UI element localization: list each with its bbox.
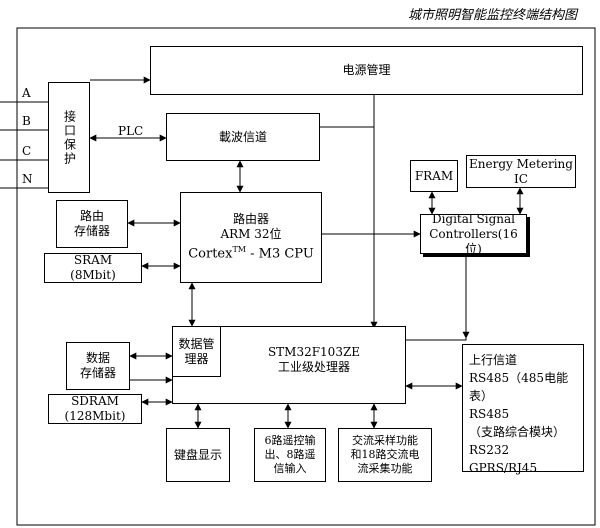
router-cpu-line1: 路由器 [232,212,269,227]
power-management-box: 电源管理 [150,46,583,95]
stm32-box: 数据管 理器 STM32F103ZE 工业级处理器 [172,326,406,404]
data-storage-box: 数据 存储器 [66,342,130,390]
phase-label-c: C [22,144,32,158]
fram-box: FRAM [410,160,458,192]
remote-io-line1: 6路遥控输 [264,434,316,447]
data-management-line2: 理器 [184,351,209,366]
interface-protection-box: 接口保护 [48,82,90,193]
data-storage-line2: 存储器 [79,366,116,380]
ac-sampling-box: 交流采样功能 和18路交流电 流采集功能 [338,428,432,482]
line-dsc-stm [406,254,467,341]
ac-sampling-line2: 和18路交流电 [350,448,420,461]
uplink-line-5: GPRS/RJ45 [469,461,538,475]
uplink-line-0: 上行信道 [469,353,518,367]
router-cpu-line3: CortexTM - M3 CPU [188,242,314,262]
interface-protection-label: 接口保护 [62,109,77,166]
sdram-line2: (128Mbit) [64,409,126,423]
stm32-labels: STM32F103ZE 工业级处理器 [225,345,403,375]
fram-label: FRAM [414,168,454,183]
router-cpu-line2: ARM 32位 [220,227,282,242]
cortex-text: Cortex [188,246,233,262]
sram-line2: (8Mbit) [70,268,116,282]
dsc-line2: Controllers(16位) [429,226,518,256]
phase-lines [0,101,48,189]
phase-label-b: B [22,114,31,128]
data-management-line1: 数据管 [178,336,215,351]
remote-io-box: 6路遥控输 出、8路遥 信输入 [254,428,326,482]
uplink-line-2: RS485 [469,407,510,421]
sdram-box: SDRAM (128Mbit) [48,394,142,424]
remote-io-line3: 信输入 [273,462,307,475]
carrier-channel-box: 載波信道 [166,113,320,161]
plc-label: PLC [118,124,144,138]
uplink-line-1: RS485（485电能表） [469,371,569,403]
stm32-line2: 工业级处理器 [277,360,350,374]
dsc-line1: Digital Signal [431,211,516,226]
m3-cpu-text: - M3 CPU [245,246,314,262]
keyboard-display-box: 键盘显示 [166,428,230,482]
ac-sampling-line3: 流采集功能 [357,462,413,475]
stm32-line1: STM32F103ZE [267,345,361,359]
ac-sampling-line1: 交流采样功能 [352,434,418,447]
uplink-line-4: RS232 [469,443,510,457]
router-storage-box: 路由 存储器 [56,200,128,248]
sram-box: SRAM (8Mbit) [44,253,142,283]
sdram-line1: SDRAM [71,394,119,408]
data-management-box: 数据管 理器 [173,327,221,377]
power-management-label: 电源管理 [342,63,391,77]
phase-label-n: N [22,172,33,186]
router-storage-line2: 存储器 [73,224,110,238]
router-cpu-box: 路由器 ARM 32位 CortexTM - M3 CPU [180,192,322,283]
tm-mark: TM [232,245,246,255]
energy-metering-box: Energy Metering IC [466,155,576,188]
keyboard-display-label: 键盘显示 [173,447,222,462]
phase-label-a: A [22,86,31,100]
router-storage-line1: 路由 [79,209,104,223]
data-storage-line1: 数据 [85,351,110,365]
sram-line1: SRAM [73,253,113,267]
uplink-box: 上行信道 RS485（485电能表） RS485 （支路综合模块） RS232 … [462,344,584,475]
remote-io-line2: 出、8路遥 [264,448,316,461]
dsc-box: Digital Signal Controllers(16位) [420,211,527,256]
energy-metering-label: Energy Metering IC [469,156,573,186]
carrier-channel-label: 載波信道 [218,129,267,144]
diagram-title: 城市照明智能监控终端结构图 [408,8,578,23]
uplink-line-3: （支路综合模块） [469,425,566,439]
outer-frame [16,27,596,526]
